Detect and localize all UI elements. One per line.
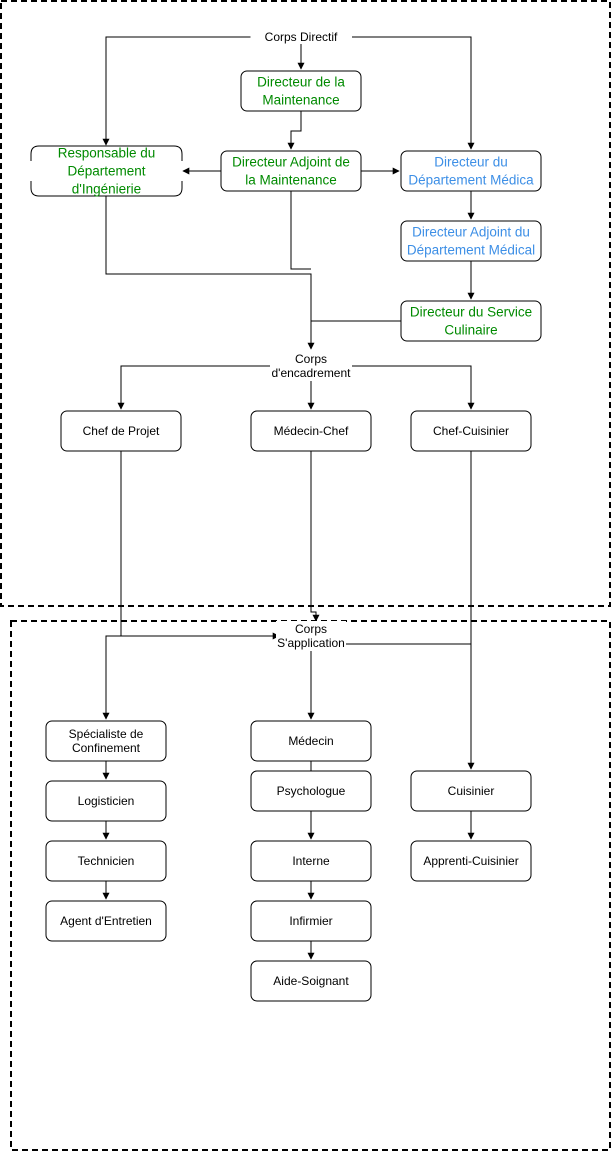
node-label: Département Médica (408, 173, 534, 188)
node-label: Directeur Adjoint du (412, 225, 530, 240)
header-background (250, 30, 352, 44)
edge-medecin-chef-to-application (310, 451, 320, 622)
node-label: Culinaire (444, 323, 497, 338)
node-label: Responsable du (58, 146, 156, 161)
node-chef-de-projet[interactable]: Chef de Projet (60, 410, 182, 452)
edge-encadrement-to-chef-cuisinier (341, 365, 475, 410)
node-box (250, 720, 372, 762)
section-corps-directif-frame (0, 0, 611, 607)
node-directeur-adjoint-medical[interactable]: Directeur Adjoint du Département Médical (400, 220, 542, 262)
node-label: Chef de Projet (83, 424, 160, 438)
node-label: Logisticien (78, 794, 135, 808)
connectors (102, 36, 475, 960)
edge-directif-to-medical (352, 36, 475, 150)
node-psychologue[interactable]: Psychologue (250, 770, 372, 812)
node-directeur-maintenance[interactable]: Directeur de la Maintenance (240, 70, 362, 112)
node-label: Aide-Soignant (273, 974, 349, 988)
node-chef-cuisinier[interactable]: Chef-Cuisinier (410, 410, 532, 452)
node-label: la Maintenance (245, 173, 337, 188)
node-box (400, 220, 542, 262)
node-label: Psychologue (277, 784, 346, 798)
node-label: Directeur du (434, 155, 508, 170)
node-responsable-ingenierie[interactable]: Responsable du Département d'Ingénierie (30, 145, 183, 197)
node-label: Spécialiste de (69, 727, 144, 741)
node-box (410, 840, 532, 882)
node-label: Technicien (78, 854, 135, 868)
node-logisticien[interactable]: Logisticien (45, 780, 167, 822)
node-label: Apprenti-Cuisinier (423, 854, 518, 868)
node-label: Agent d'Entretien (60, 914, 152, 928)
node-box (250, 960, 372, 1002)
node-label: Département (67, 164, 145, 179)
node-label: Infirmier (289, 914, 332, 928)
node-box (45, 900, 167, 942)
header-label: Corps Directif (265, 30, 338, 44)
node-box (400, 150, 542, 192)
header-label: S'application (277, 636, 345, 650)
header-corps-directif: Corps Directif (250, 30, 352, 44)
node-box (45, 840, 167, 882)
header-background (270, 351, 352, 381)
node-box (45, 720, 167, 762)
node-label: Maintenance (262, 93, 339, 108)
node-box (60, 410, 182, 452)
header-label: Corps (295, 352, 327, 366)
header-label: Corps (295, 622, 327, 636)
node-label: d'Ingénierie (72, 182, 141, 197)
node-label: Cuisinier (448, 784, 495, 798)
edge-chef-projet-to-specialiste (102, 451, 122, 720)
node-label: Directeur Adjoint de (232, 155, 350, 170)
node-apprenti-cuisinier[interactable]: Apprenti-Cuisinier (410, 840, 532, 882)
node-label: Interne (292, 854, 330, 868)
section-corps-application-frame (10, 620, 611, 1151)
node-label: Médecin-Chef (274, 424, 349, 438)
node-box (410, 410, 532, 452)
node-infirmier[interactable]: Infirmier (250, 900, 372, 942)
node-aide-soignant[interactable]: Aide-Soignant (250, 960, 372, 1002)
node-medecin[interactable]: Médecin (250, 720, 372, 762)
node-box (250, 410, 372, 452)
node-interne[interactable]: Interne (250, 840, 372, 882)
header-background (276, 621, 346, 651)
node-box (400, 300, 542, 342)
edge-encadrement-to-chef-projet (117, 365, 281, 410)
node-box (250, 840, 372, 882)
node-label: Chef-Cuisinier (433, 424, 509, 438)
edge-adjoint-to-encadrement (290, 191, 311, 270)
node-agent-entretien[interactable]: Agent d'Entretien (45, 900, 167, 942)
node-box (250, 900, 372, 942)
node-directeur-adjoint-maintenance[interactable]: Directeur Adjoint de la Maintenance (220, 150, 362, 192)
node-box (250, 770, 372, 812)
edge-maintenance-to-adjoint (287, 111, 302, 150)
edge-responsable-to-encadrement (105, 196, 315, 350)
node-technicien[interactable]: Technicien (45, 840, 167, 882)
node-cuisinier[interactable]: Cuisinier (410, 770, 532, 812)
node-label: Directeur du Service (410, 305, 532, 320)
node-box (45, 780, 167, 822)
node-outline (30, 145, 183, 197)
section-headers: Corps DirectifCorpsd'encadrementCorpsS'a… (250, 30, 352, 651)
node-medecin-chef[interactable]: Médecin-Chef (250, 410, 372, 452)
node-label: Directeur de la (257, 75, 345, 90)
node-label: Département Médical (407, 243, 535, 258)
edge-directif-to-responsable (102, 36, 251, 146)
node-directeur-departement-medical[interactable]: Directeur du Département Médica (400, 150, 542, 192)
header-label: d'encadrement (271, 366, 351, 380)
node-box (240, 70, 362, 112)
node-label: Confinement (72, 741, 141, 755)
node-label: Médecin (288, 734, 333, 748)
node-box (220, 150, 362, 192)
node-box (410, 770, 532, 812)
